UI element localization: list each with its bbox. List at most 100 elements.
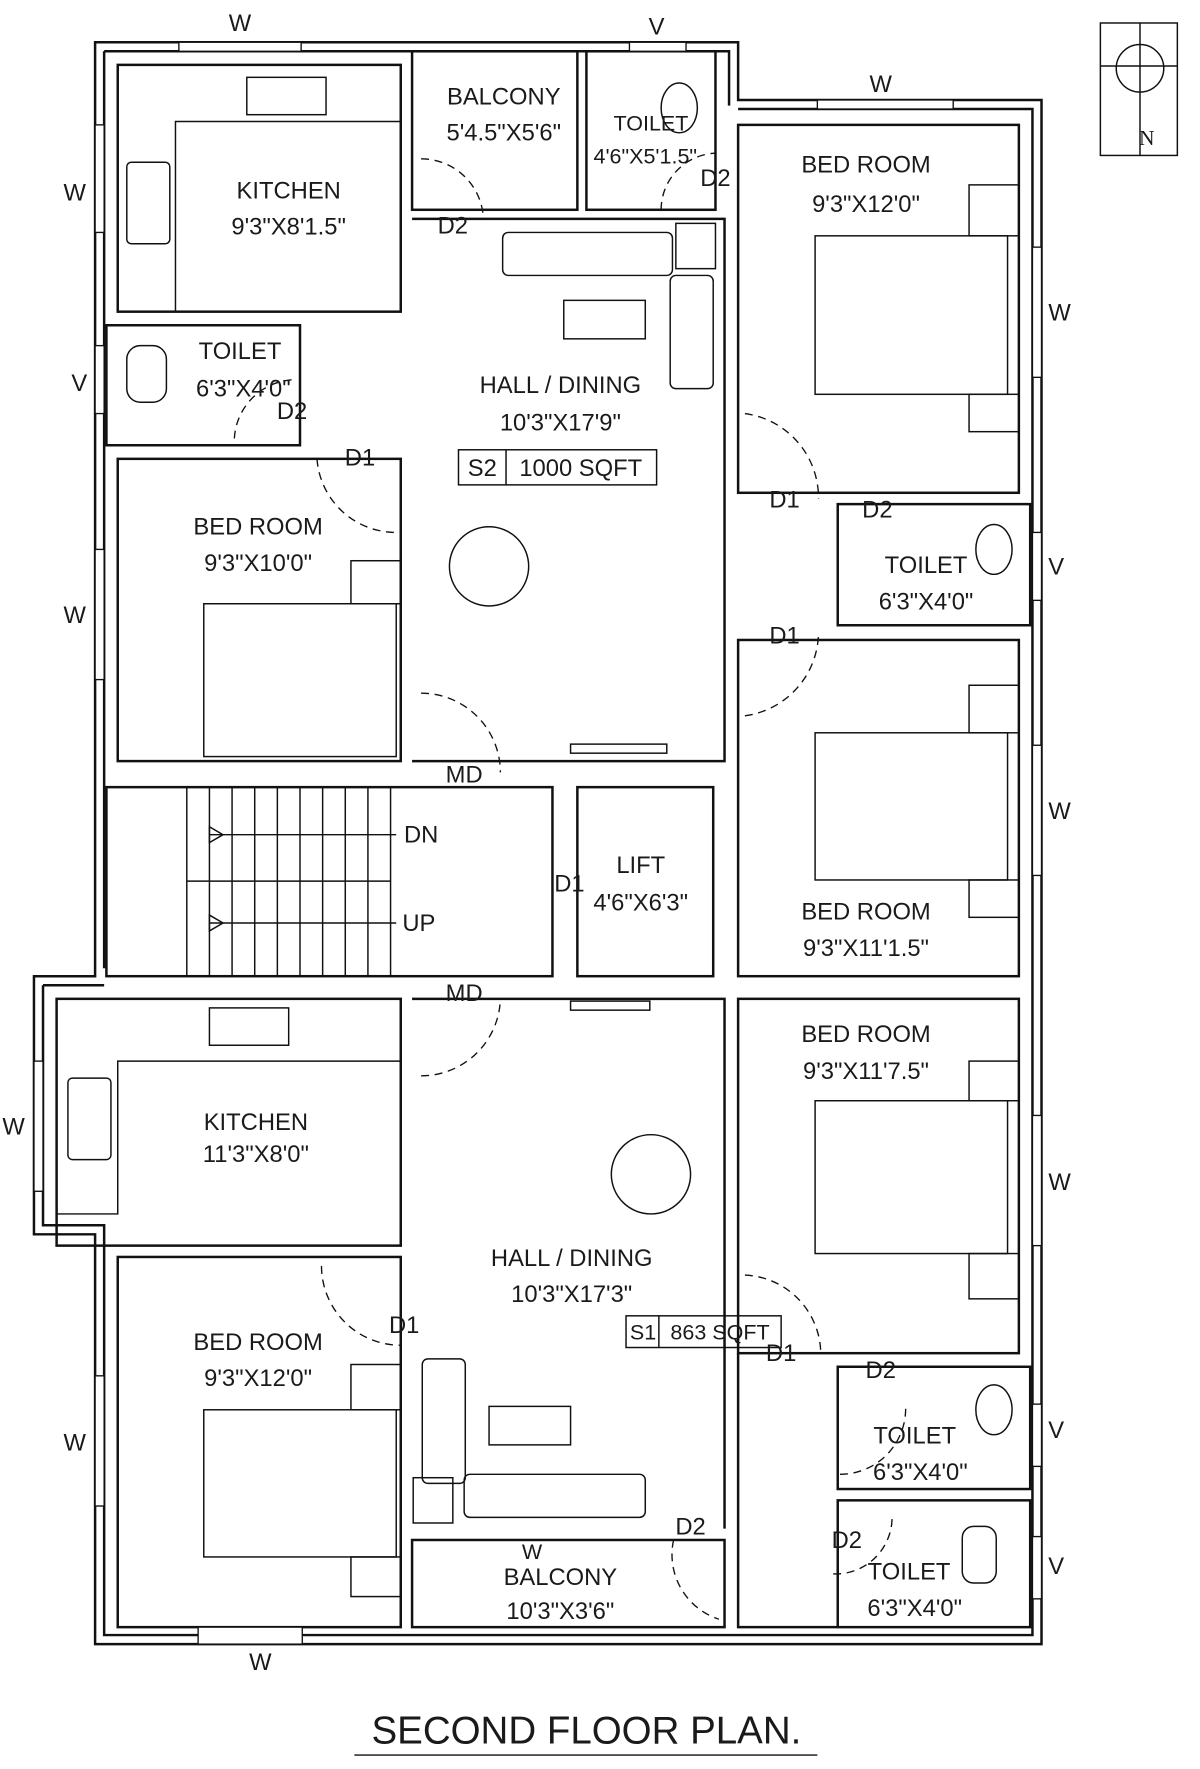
room-name: LIFT xyxy=(616,852,665,879)
room-size: 9'3"X12'0" xyxy=(812,191,920,218)
side-table-icon xyxy=(412,1476,454,1524)
room-size: 10'3"X17'3" xyxy=(511,1281,632,1308)
ventilator-label: V xyxy=(1048,1417,1064,1444)
door-label: D2 xyxy=(866,1357,896,1384)
bed-icon xyxy=(814,732,1009,881)
stove-icon xyxy=(67,1077,112,1161)
room-size: 5'4.5"X5'6" xyxy=(447,120,561,147)
room-size: 9'3"X10'0" xyxy=(204,550,312,577)
room-name: TOILET xyxy=(868,1559,951,1586)
ventilator-label: V xyxy=(71,370,87,397)
door-swings xyxy=(233,152,907,1620)
room-size: 9'3"X12'0" xyxy=(204,1365,312,1392)
toilet-icon xyxy=(975,523,1013,576)
bed-icon xyxy=(814,1099,1009,1255)
window-label: W xyxy=(63,602,86,629)
door-label: D1 xyxy=(345,445,375,472)
area-tag-value: 1000 SQFT xyxy=(519,455,642,482)
furniture xyxy=(67,76,1020,1598)
room-size: 6'3"X4'0" xyxy=(873,1459,968,1486)
outer-walls xyxy=(32,40,1043,1646)
window-label: W xyxy=(1048,798,1071,825)
sofa-icon xyxy=(463,1473,647,1519)
room-size: 11'3"X8'0" xyxy=(203,1141,309,1168)
dining-table-icon xyxy=(448,526,530,607)
door-label: D2 xyxy=(832,1527,862,1554)
room-name: TOILET xyxy=(614,112,689,136)
window-label: W xyxy=(249,1649,272,1676)
ventilator-label: V xyxy=(1048,553,1064,580)
bed-icon xyxy=(814,235,1009,396)
room-name: KITCHEN xyxy=(237,177,341,204)
room-size: 6'3"X4'0" xyxy=(867,1595,962,1622)
room-size: 4'6"X6'3" xyxy=(593,890,688,917)
door-label: D2 xyxy=(675,1513,705,1540)
room-name: BED ROOM xyxy=(801,899,930,926)
area-tag-code: S1 xyxy=(630,1321,656,1345)
stairs-down-label: DN xyxy=(404,822,438,849)
stove-icon xyxy=(126,161,171,245)
main-door-label: MD xyxy=(446,762,483,789)
room-size: 9'3"X11'7.5" xyxy=(803,1058,929,1085)
door-label: D2 xyxy=(700,165,730,192)
room-name: BED ROOM xyxy=(193,1329,322,1356)
door-label: D2 xyxy=(438,213,468,240)
room-size: 6'3"X4'0" xyxy=(196,376,291,403)
room-size: 6'3"X4'0" xyxy=(879,588,974,615)
toilet-icon xyxy=(975,1384,1013,1436)
door-label: D1 xyxy=(389,1312,419,1339)
room-name: TOILET xyxy=(199,338,282,365)
bed-icon xyxy=(203,603,397,758)
wc-icon xyxy=(961,1525,997,1584)
sofa-icon xyxy=(669,274,714,390)
door-label: D1 xyxy=(766,1340,796,1367)
door-labels: D2 D2 D2 D1 D1 D2 D1 D1 D1 D2 D2 D2 xyxy=(277,165,896,1554)
bed-icon xyxy=(203,1409,397,1558)
room-name: BALCONY xyxy=(447,84,561,111)
ventilator-label: V xyxy=(1048,1553,1064,1580)
door-label: D1 xyxy=(769,487,799,514)
window-label: W xyxy=(1048,300,1071,327)
toilet-icon xyxy=(660,82,699,134)
room-labels: KITCHEN 9'3"X8'1.5" BALCONY 5'4.5"X5'6" … xyxy=(193,84,973,1626)
area-tag-code: S2 xyxy=(468,455,497,482)
room-size: 9'3"X8'1.5" xyxy=(231,214,345,241)
wc-icon xyxy=(126,344,168,403)
window-labels: W V W W V W W V W W W W V V W xyxy=(2,10,1071,1676)
main-door-label: MD xyxy=(446,980,483,1007)
window-label: W xyxy=(63,180,86,207)
door-label: D1 xyxy=(554,870,584,897)
plan-title: SECOND FLOOR PLAN. xyxy=(371,1710,801,1753)
room-name: HALL / DINING xyxy=(491,1245,653,1272)
windows xyxy=(33,41,1043,1645)
room-size: 10'3"X3'6" xyxy=(506,1598,614,1625)
dining-table-icon xyxy=(610,1133,692,1215)
sink-icon xyxy=(208,1007,290,1046)
room-walls xyxy=(55,50,1032,1629)
room-name: BED ROOM xyxy=(801,151,930,178)
room-name: TOILET xyxy=(885,552,968,579)
room-name: HALL / DINING xyxy=(480,372,642,399)
staircase xyxy=(186,787,397,977)
sofa-icon xyxy=(421,1358,467,1485)
tv-icon xyxy=(569,1000,651,1011)
compass-north-label: N xyxy=(1139,126,1155,150)
door-label: D1 xyxy=(769,622,799,649)
room-name: BED ROOM xyxy=(193,514,322,541)
window-label: W xyxy=(2,1114,25,1141)
sink-icon xyxy=(246,76,327,116)
tv-icon xyxy=(563,299,647,340)
room-name: KITCHEN xyxy=(204,1109,308,1136)
window-label: W xyxy=(522,1540,543,1564)
window-label: W xyxy=(1048,1169,1071,1196)
sofa-icon xyxy=(501,231,674,277)
door-label: D2 xyxy=(862,497,892,524)
room-size: 10'3"X17'9" xyxy=(500,410,621,437)
door-label: D2 xyxy=(277,398,307,425)
window-label: W xyxy=(870,71,893,98)
tv-icon xyxy=(488,1405,572,1446)
room-name: BED ROOM xyxy=(801,1021,930,1048)
side-table-icon xyxy=(675,222,717,270)
window-label: W xyxy=(63,1430,86,1457)
